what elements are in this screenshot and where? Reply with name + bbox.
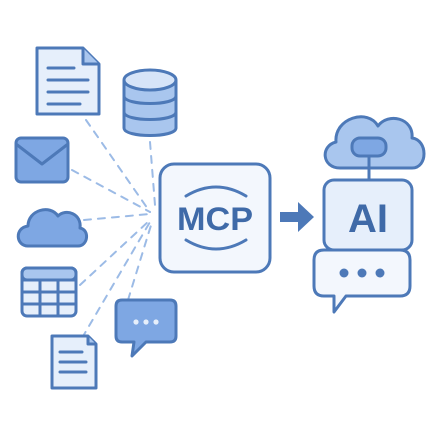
connector-database [149,141,156,206]
connector-document [85,119,151,213]
connector-table [79,219,151,286]
chat-bubble-icon [312,248,412,314]
connector-notes [81,221,151,339]
connector-cloud [83,213,151,221]
arrow-icon [280,202,314,232]
source-connectors [71,119,156,339]
notes-icon [50,334,98,390]
mcp-hub: MCP [158,162,272,274]
document-icon [35,46,101,116]
connector-chat [127,221,153,301]
ai-label: AI [348,197,388,241]
ai-cloud-icon [323,115,426,180]
ai-box: AI [322,178,414,252]
table-icon [20,266,78,318]
cloud-icon [16,208,88,248]
mcp-label: MCP [177,201,253,237]
chat-icon [114,298,178,358]
connector-email [71,169,151,213]
database-icon [122,68,178,137]
email-icon [14,136,70,184]
